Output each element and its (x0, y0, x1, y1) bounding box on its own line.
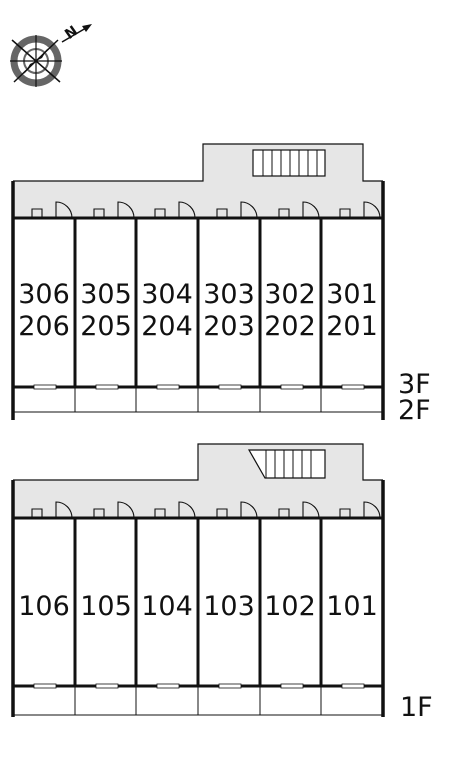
stair-icon (247, 449, 326, 479)
unit-number: 101 (326, 591, 378, 622)
unit-number: 306 (18, 279, 70, 310)
unit-number: 302 (264, 279, 316, 310)
ground-windows (33, 683, 365, 689)
floor-label-1f: 1F (400, 692, 433, 723)
unit-number: 205 (80, 311, 132, 342)
upper-unit-labels: 306 206 305 205 304 204 303 203 302 202 … (18, 279, 378, 342)
unit-number: 203 (203, 311, 255, 342)
upper-floor-plan: 306 206 305 205 304 204 303 203 302 202 … (11, 143, 431, 426)
unit-number: 104 (141, 591, 193, 622)
unit-number: 103 (203, 591, 255, 622)
unit-number: 202 (264, 311, 316, 342)
stair-icon (252, 149, 326, 177)
ground-unit-labels: 106 105 104 103 102 101 (18, 591, 378, 622)
unit-number: 305 (80, 279, 132, 310)
upper-windows (33, 384, 365, 390)
unit-number: 304 (141, 279, 193, 310)
unit-number: 106 (18, 591, 70, 622)
unit-number: 102 (264, 591, 316, 622)
unit-number: 303 (203, 279, 255, 310)
unit-number: 301 (326, 279, 378, 310)
ground-floor-plan: 106 105 104 103 102 101 1F (11, 443, 433, 723)
unit-number: 204 (141, 311, 193, 342)
floor-label-2f: 2F (398, 395, 431, 426)
north-compass-icon: N (10, 23, 92, 87)
unit-number: 105 (80, 591, 132, 622)
unit-number: 206 (18, 311, 70, 342)
upper-doors (31, 201, 381, 219)
unit-number: 201 (326, 311, 378, 342)
floor-label-3f: 3F (398, 369, 431, 400)
ground-doors (31, 501, 381, 519)
